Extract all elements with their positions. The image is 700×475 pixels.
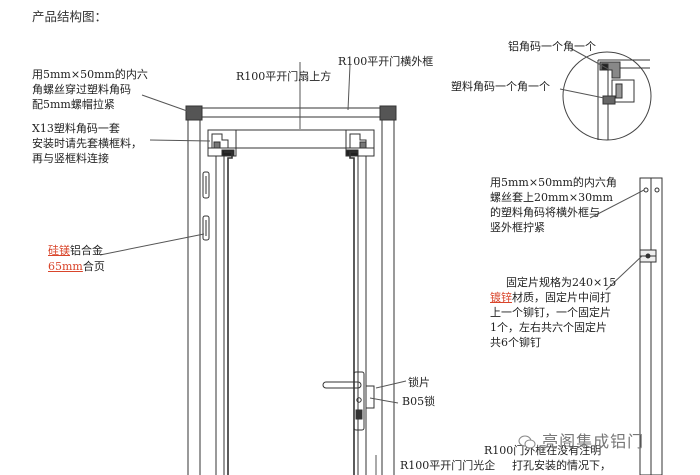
hinge-upper (202, 171, 210, 199)
lock-handle (322, 371, 365, 431)
label-x13-2: 安装时请先套横框料， (32, 137, 142, 150)
hinge-lower (202, 215, 210, 241)
corner-detail-circle (559, 47, 652, 141)
side-frame-detail (589, 177, 663, 475)
label-fix-5: 共6个铆钉 (490, 336, 541, 349)
label-bottom-frame-b: 打孔安装的情况下， (512, 459, 611, 472)
hinge-material-highlight: 硅镁 (48, 244, 70, 257)
label-fix-3: 上一个铆钉，一个固定片 (490, 306, 611, 319)
label-corner-screw-1: 用5mm×50mm的内六 (32, 68, 148, 81)
label-bottom-sash: R100平开门门光企 (400, 459, 496, 472)
label-fix-1: 固定片规格为240×15 (506, 276, 617, 289)
label-alu-corner: 铝角码一个角一个 (508, 40, 596, 53)
door-inner-frame (199, 116, 383, 475)
label-top-frame: R100平开门横外框 (338, 55, 434, 68)
fix-line2-text: 材质，固定片中间打 (512, 291, 611, 304)
fix-galv-highlight: 镀锌 (490, 291, 512, 304)
label-bottom-frame-a: R100门外框在没有注明 (484, 444, 602, 457)
label-side-screw-3: 的塑料角码将横外框与 (490, 206, 600, 219)
label-x13-3: 再与竖框料连接 (32, 152, 109, 165)
watermark: 亮阁集成铝门 (518, 428, 644, 452)
door-outer-frame (187, 107, 395, 475)
label-side-screw-4: 竖外框拧紧 (490, 221, 545, 234)
label-plastic-corner: 塑料角码一个角一个 (451, 80, 550, 93)
label-fix-2: 镀锌材质，固定片中间打 (490, 291, 611, 306)
label-side-screw-2: 螺丝套上20mm×30mm (490, 191, 613, 204)
corner-block-right (379, 105, 397, 121)
label-x13-1: X13塑料角码一套 (32, 122, 120, 135)
label-corner-screw-3: 配5mm螺帽拉紧 (32, 98, 115, 111)
label-top-sash: R100平开门扇上方 (236, 70, 332, 83)
label-lock: B05锁 (402, 395, 436, 408)
sash-top-rail (207, 129, 375, 149)
hinge-suffix-text: 合页 (82, 260, 105, 273)
label-lock-piece: 锁片 (408, 376, 430, 389)
label-hinge-line1: 硅镁铝合金 (48, 244, 103, 259)
label-corner-screw-2: 角螺丝穿过塑料角码 (32, 83, 131, 96)
strike-plate (365, 385, 375, 409)
hinge-size-highlight: 65mm (48, 260, 83, 273)
label-hinge-line2: 65mm合页 (48, 260, 105, 275)
label-side-screw-1: 用5mm×50mm的内六角 (490, 176, 617, 189)
watermark-text: 亮阁集成铝门 (542, 432, 645, 451)
corner-block-left (185, 105, 203, 121)
page-title: 产品结构图： (32, 9, 108, 24)
wechat-icon (518, 434, 536, 449)
hinge-material-text: 铝合金 (70, 244, 103, 257)
label-fix-4: 1个，左右共六个固定片 (490, 321, 607, 334)
sash-corner-right (345, 129, 375, 157)
